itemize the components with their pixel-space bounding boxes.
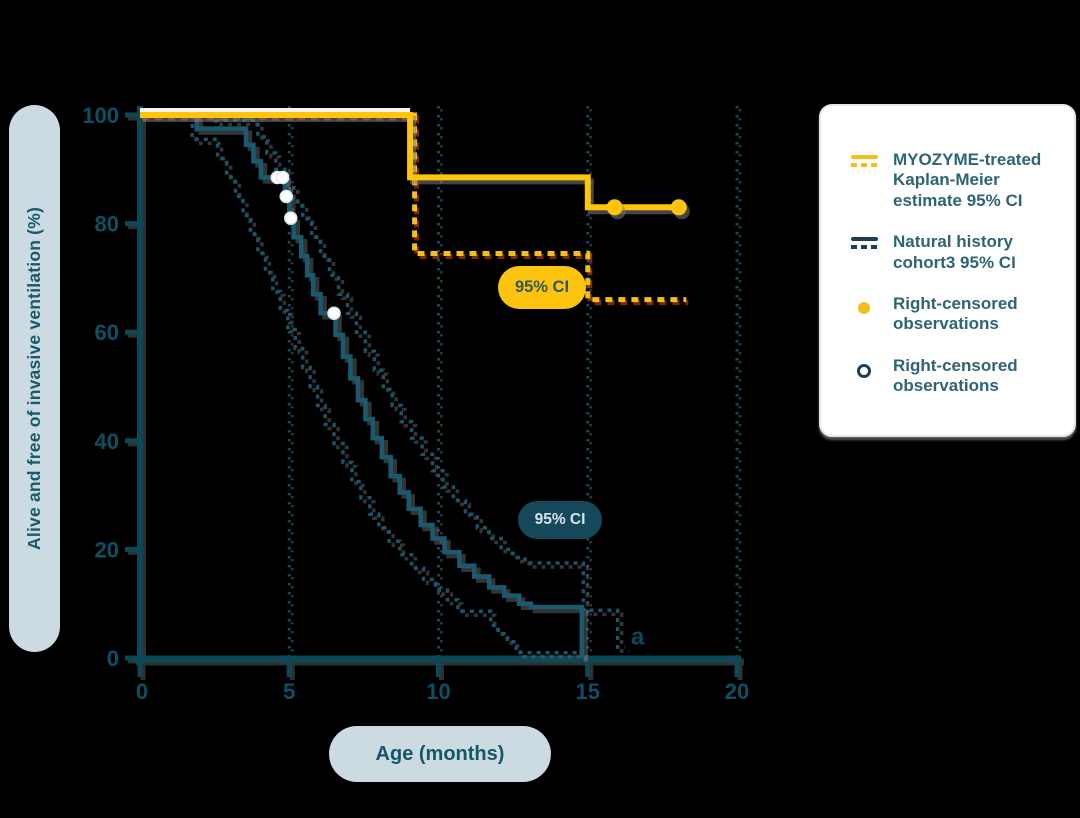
axes (125, 106, 741, 677)
legend-item-0: MYOZYME-treated Kaplan-Meier estimate 95… (835, 150, 1064, 211)
x-tick-10: 10 (426, 679, 450, 704)
legend-item-2: Right-censored observations (835, 294, 1064, 335)
y-tick-100: 100 (82, 103, 119, 128)
series-natural-history-upper-95-ci (209, 115, 626, 649)
y-tick-20: 20 (95, 537, 119, 562)
legend-item-label: Right-censored observations (893, 355, 1018, 396)
legend-item-label: Right-censored observations (893, 293, 1018, 334)
footnote-marker: a (631, 623, 645, 650)
natural-history-ci-callout: 95% CI (518, 501, 602, 539)
censored-dot-icon (835, 294, 893, 335)
x-axis-label-pill: Age (months) (329, 726, 551, 782)
censored-markers-natural-history (270, 170, 341, 320)
y-axis-label: Alive and free of invasive ventilation (… (24, 207, 44, 550)
legend-item-1: Natural history cohort3 95% CI (835, 232, 1064, 273)
y-tick-80: 80 (95, 212, 119, 237)
series-myozyme-treated-kaplan-meier-estimate (140, 112, 681, 211)
y-tick-60: 60 (95, 320, 119, 345)
natural-history-ci-callout-text: 95% CI (534, 511, 586, 528)
myozyme-ci-callout: 95% CI (498, 266, 586, 309)
legend-item-label: Natural history cohort3 95% CI (893, 232, 1016, 272)
legend-card: MYOZYME-treated Kaplan-Meier estimate 95… (819, 104, 1076, 437)
legend-item-3: Right-censored observations (835, 356, 1064, 397)
series-myozyme-lower-95-ci (140, 112, 687, 303)
x-tick-0: 0 (136, 679, 148, 704)
x-tick-5: 5 (283, 679, 295, 704)
y-axis-label-pill: Alive and free of invasive ventilation (… (9, 105, 60, 652)
x-tick-15: 15 (576, 679, 600, 704)
y-tick-0: 0 (107, 646, 119, 671)
series-natural-history-kaplan-meier-estimate (194, 115, 585, 658)
legend-item-label: MYOZYME-treated Kaplan-Meier estimate 95… (893, 150, 1042, 210)
myozyme-ci-callout-text: 95% CI (514, 278, 570, 296)
censored-circle-icon (835, 356, 893, 397)
line-swatch-icon (835, 232, 893, 273)
line-swatch-icon (835, 150, 893, 211)
x-axis-label: Age (months) (375, 742, 505, 765)
series-natural-history-lower-95-ci (190, 115, 584, 658)
y-tick-40: 40 (95, 429, 119, 454)
censored-markers-myozyme (606, 199, 687, 216)
x-tick-20: 20 (725, 679, 749, 704)
